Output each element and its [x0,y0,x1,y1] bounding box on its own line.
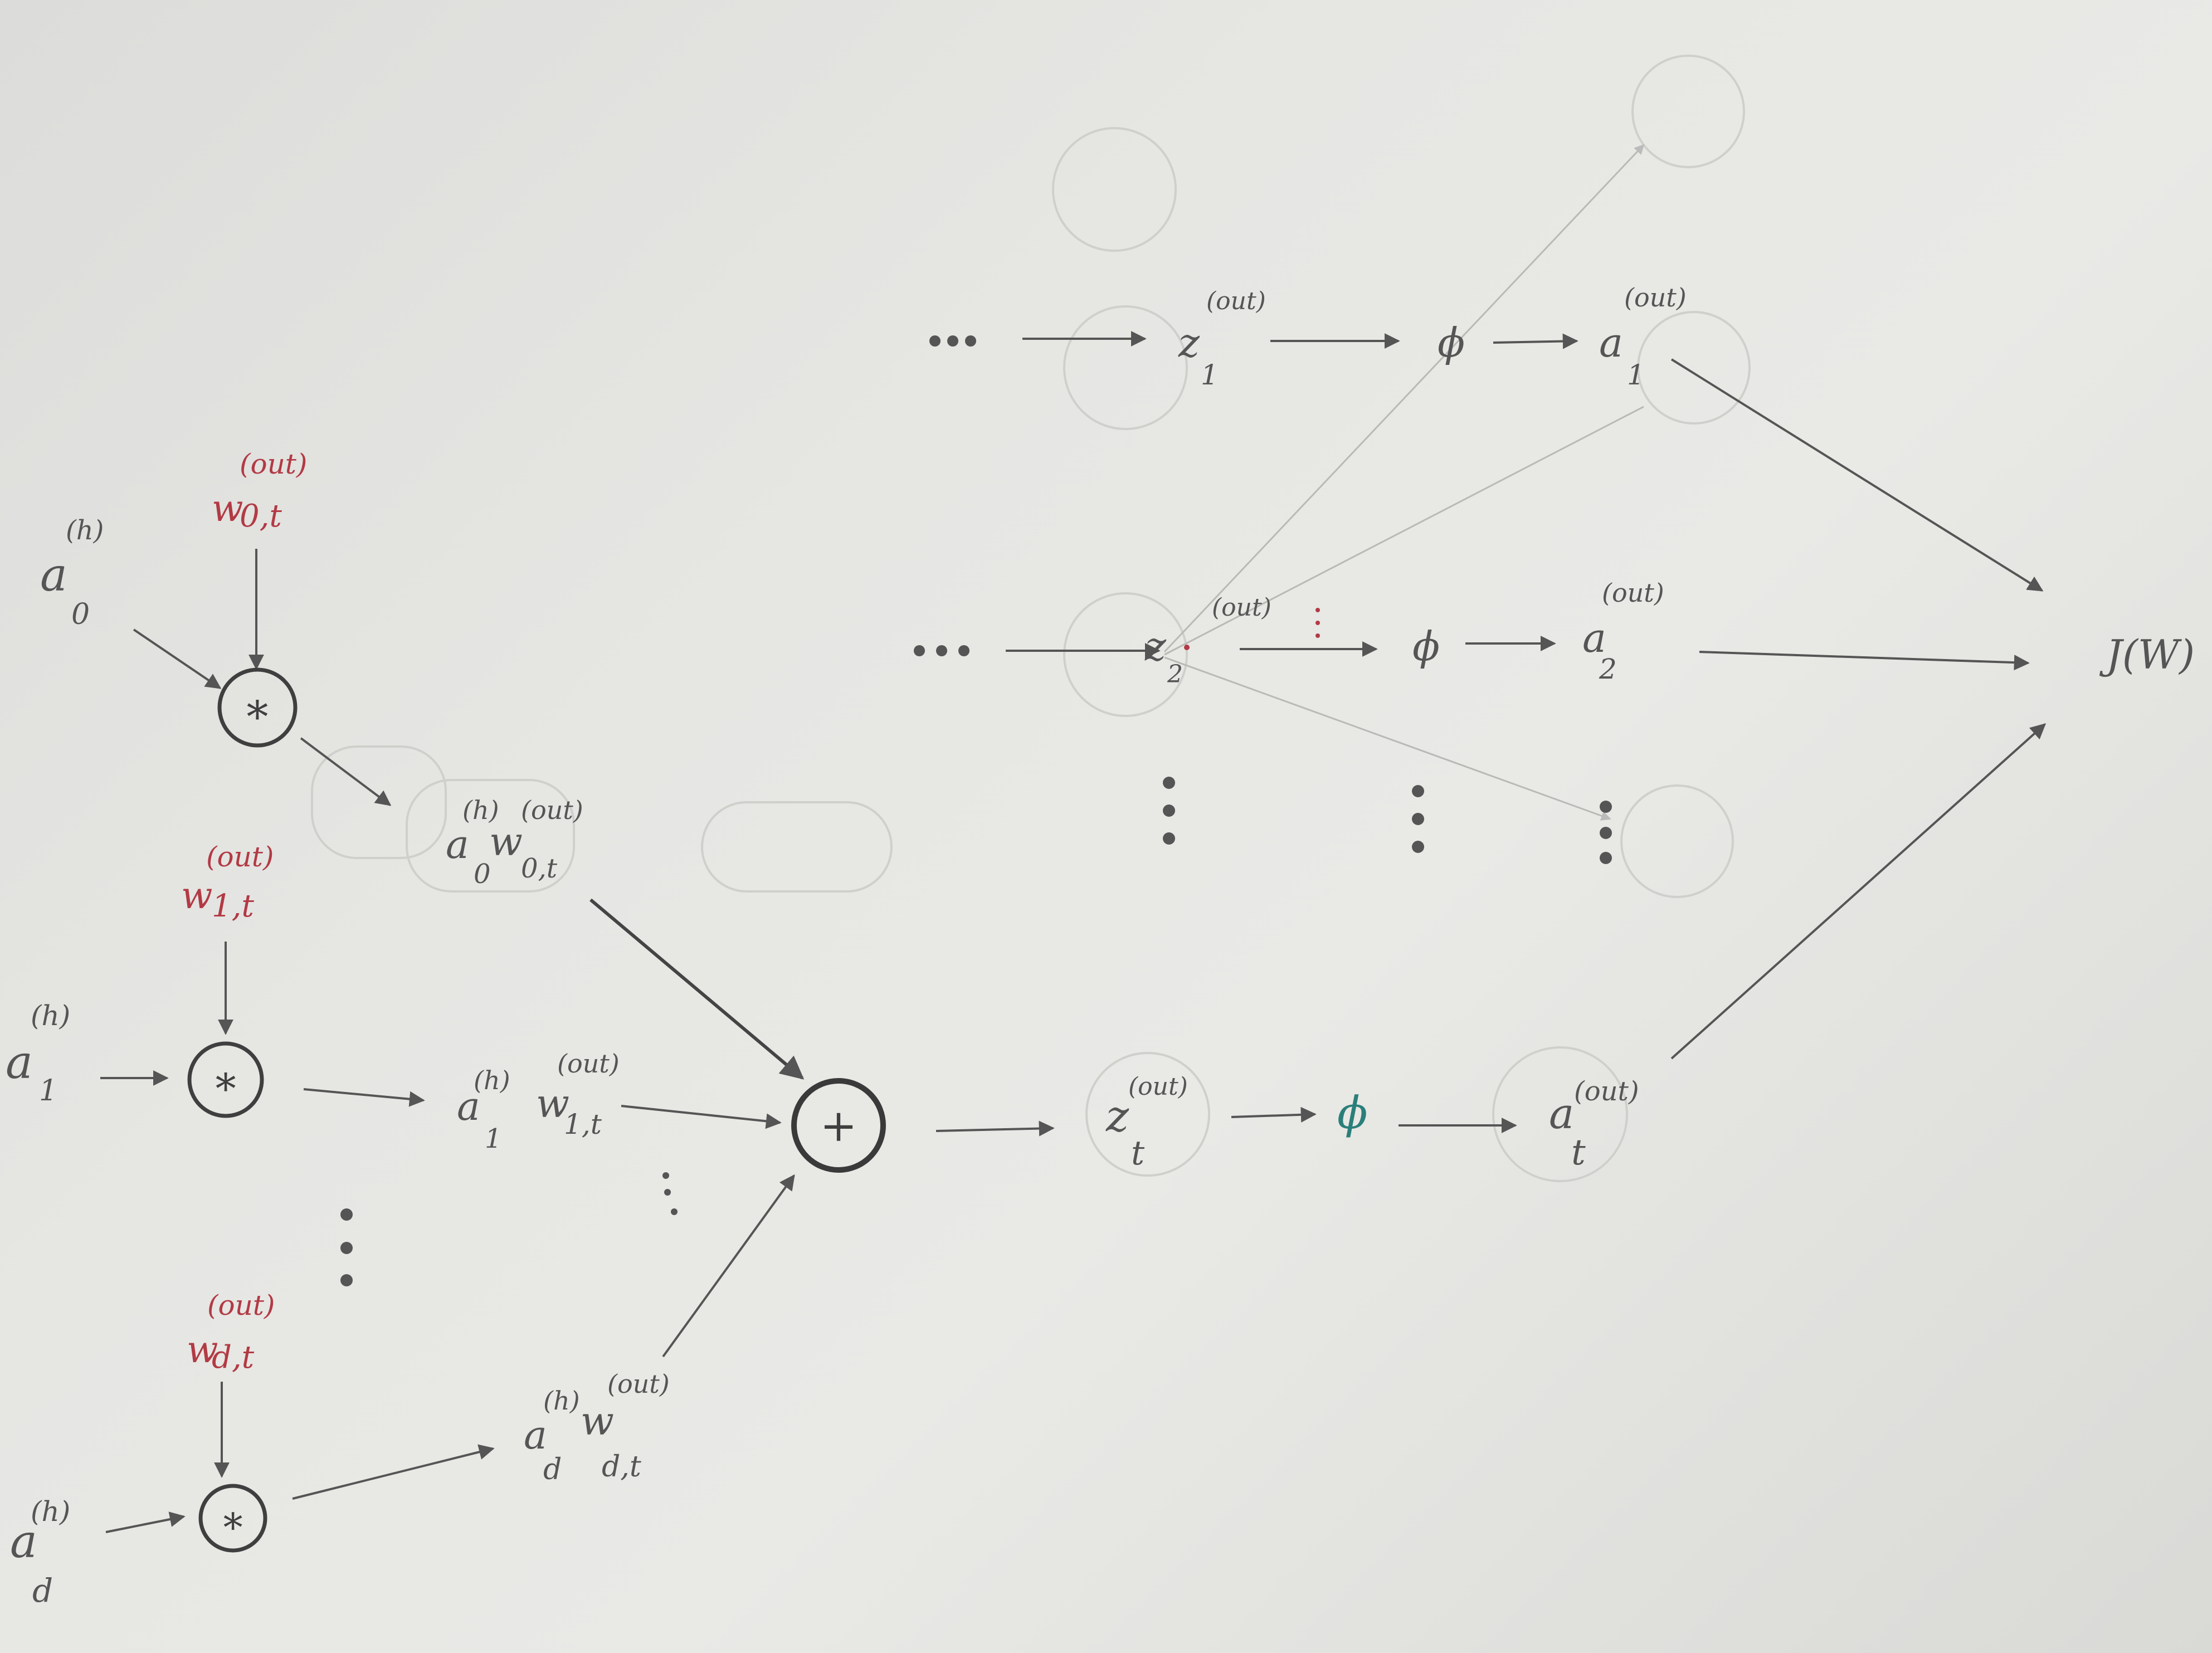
weight-w1t: (out) w 1,t [181,841,274,924]
activation-phi-1: ϕ [1438,319,1465,366]
svg-text:a: a [10,1515,37,1568]
svg-text:w: w [581,1398,614,1444]
ellipsis-row-1 [929,335,976,347]
weight-wdt: (out) w d,t [187,1289,275,1376]
svg-text:a: a [1599,319,1623,366]
vertical-ellipsis-products [662,1172,678,1215]
svg-text:(h): (h) [462,795,499,825]
net-input-z1: (out) z 1 [1178,287,1266,391]
svg-text:∗: ∗ [220,1497,246,1543]
faint-red-ticks [1315,608,1320,638]
output-a1: (out) a 1 [1599,282,1687,391]
svg-text:(h): (h) [66,515,104,546]
svg-text:1,t: 1,t [212,888,254,924]
svg-text:w: w [187,1328,218,1371]
svg-text:1: 1 [1627,359,1645,391]
svg-text:ϕ: ϕ [1337,1087,1368,1139]
svg-text:(out): (out) [521,795,583,825]
svg-text:(out): (out) [1212,593,1271,622]
svg-text:1,t: 1,t [564,1108,602,1140]
svg-text:ϕ: ϕ [1438,319,1465,366]
svg-text:J(W): J(W) [2099,631,2195,678]
svg-text:1: 1 [1201,359,1219,391]
svg-text:0,t: 0,t [240,498,282,534]
activation-phi-t: ϕ [1337,1087,1368,1139]
vertical-ellipsis-phi [1412,785,1424,853]
input-ad: (h) a d [10,1495,70,1610]
svg-text:(out): (out) [557,1049,620,1079]
activation-phi-2: ϕ [1412,623,1440,670]
multiply-node-0: ∗ [217,667,298,748]
svg-text:ϕ: ϕ [1412,623,1440,670]
svg-text:+: + [820,1100,857,1152]
svg-text:(out): (out) [607,1369,670,1399]
svg-text:a: a [446,822,469,867]
svg-text:(out): (out) [1574,1076,1639,1107]
svg-text:a: a [1582,615,1606,661]
svg-text:(out): (out) [1128,1072,1188,1101]
vertical-ellipsis-inputs [340,1208,353,1286]
multiply-node-d: ∗ [198,1484,267,1553]
svg-text:(out): (out) [1206,287,1266,315]
svg-text:w: w [489,819,523,865]
svg-text:2: 2 [1167,660,1183,689]
svg-text:w: w [536,1081,569,1127]
svg-text:a: a [6,1036,33,1089]
svg-text:0,t: 0,t [521,853,558,884]
svg-text:z: z [1178,319,1200,366]
svg-text:(h): (h) [543,1386,580,1416]
net-input-z2: (out) z 2 [1144,593,1271,689]
svg-text:a: a [40,549,67,602]
svg-text:a: a [457,1084,480,1129]
multiply-node-1: ∗ [187,1041,264,1118]
svg-text:t: t [1571,1132,1586,1173]
svg-text:w: w [181,874,213,917]
svg-text:0: 0 [71,598,90,631]
svg-text:(h): (h) [474,1065,510,1095]
svg-text:(h): (h) [31,999,70,1032]
product-ad-wdt: (h) (out) a w d d,t [524,1369,670,1486]
faint-connections [1163,144,1645,821]
svg-text:1: 1 [39,1074,57,1108]
svg-text:t: t [1131,1134,1145,1173]
vertical-ellipsis-a [1600,801,1612,864]
svg-text:2: 2 [1599,653,1617,685]
svg-text:0: 0 [474,859,491,890]
svg-text:(h): (h) [31,1495,70,1528]
svg-text:∗: ∗ [212,1057,240,1105]
svg-text:(out): (out) [207,1289,275,1322]
cost-function: J(W) [2099,631,2195,678]
sum-node: + [791,1078,886,1173]
product-a0-w0t: (h) (out) a w 0 0,t [446,795,583,890]
svg-text:d: d [543,1453,562,1486]
output-at: (out) a t [1549,1076,1639,1173]
svg-text:(out): (out) [1624,282,1687,313]
svg-text:w: w [212,487,243,530]
svg-text:∗: ∗ [242,684,272,734]
svg-text:(out): (out) [240,448,307,480]
svg-text:(out): (out) [206,841,274,873]
product-a1-w1t: (h) (out) a w 1 1,t [457,1049,620,1154]
output-a2: (out) a 2 [1582,578,1664,685]
svg-text:z: z [1144,623,1167,670]
svg-text:d,t: d,t [212,1339,255,1376]
svg-text:a: a [524,1412,547,1458]
svg-text:(out): (out) [1602,578,1664,608]
svg-text:a: a [1549,1089,1574,1138]
svg-text:d: d [32,1572,53,1610]
input-a0: a (h) 0 [40,515,104,631]
ellipsis-row-2 [914,645,969,656]
net-input-zt: (out) z t [1105,1072,1188,1173]
svg-text:d,t: d,t [602,1450,641,1484]
weight-w0t: (out) w 0,t [212,448,307,534]
input-a1: (h) a 1 [6,999,70,1108]
svg-text:z: z [1105,1091,1129,1142]
vertical-ellipsis-z [1163,777,1175,845]
erased-ghost-marks [311,55,1751,1182]
svg-text:1: 1 [485,1123,502,1154]
